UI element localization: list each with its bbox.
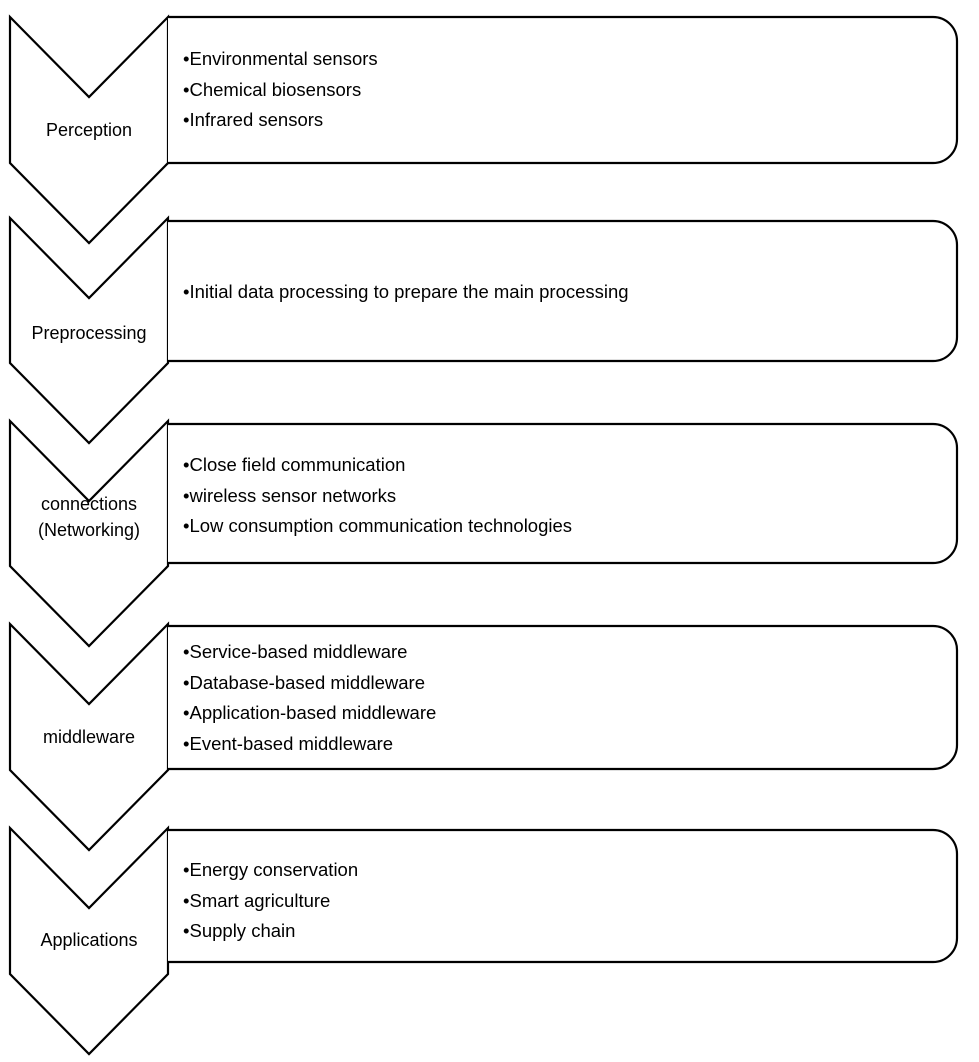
stage-chevron-preprocessing bbox=[8, 215, 170, 445]
stage-box-outline bbox=[168, 624, 959, 771]
bullet-item: •Event-based middleware bbox=[183, 729, 436, 760]
bullet-text: wireless sensor networks bbox=[189, 484, 397, 506]
bullet-item: •Close field communication bbox=[183, 450, 572, 481]
bullet-item: •Smart agriculture bbox=[183, 886, 358, 917]
bullet-text: Smart agriculture bbox=[189, 889, 331, 911]
bullet-dot-icon: • bbox=[183, 515, 190, 536]
stage-bullet-list-connections-networking: •Close field communication•wireless sens… bbox=[183, 450, 572, 542]
bullet-item: •Service-based middleware bbox=[183, 637, 436, 668]
bullet-text: Infrared sensors bbox=[189, 109, 324, 130]
bullet-text: Environmental sensors bbox=[189, 48, 378, 69]
stage-bullet-list-applications: •Energy conservation•Smart agriculture•S… bbox=[183, 855, 358, 947]
bullet-item: •Infrared sensors bbox=[183, 105, 378, 136]
bullet-text: Application-based middleware bbox=[189, 702, 437, 723]
bullet-dot-icon: • bbox=[183, 48, 190, 69]
bullet-item: •Application-based middleware bbox=[183, 698, 436, 729]
stage-bullet-list-middleware: •Service-based middleware•Database-based… bbox=[183, 637, 436, 759]
stage-chevron-connections-networking bbox=[8, 418, 170, 648]
bullet-text: Energy conservation bbox=[189, 859, 359, 880]
bullet-text: Service-based middleware bbox=[189, 641, 408, 662]
bullet-dot-icon: • bbox=[183, 641, 190, 662]
bullet-text: Low consumption communication technologi… bbox=[189, 515, 573, 536]
bullet-item: •Database-based middleware bbox=[183, 668, 436, 699]
stage-box-middleware bbox=[168, 624, 959, 771]
chevron-outline bbox=[8, 418, 170, 648]
stage-box-outline bbox=[168, 422, 959, 565]
bullet-dot-icon: • bbox=[183, 920, 190, 941]
bullet-item: •Initial data processing to prepare the … bbox=[183, 277, 629, 308]
stage-bullet-list-preprocessing: •Initial data processing to prepare the … bbox=[183, 277, 629, 308]
bullet-item: •Chemical biosensors bbox=[183, 75, 378, 106]
bullet-dot-icon: • bbox=[183, 454, 190, 475]
stage-box-perception bbox=[168, 15, 959, 165]
stage-box-outline bbox=[168, 828, 959, 964]
bullet-dot-icon: • bbox=[183, 109, 190, 130]
bullet-dot-icon: • bbox=[183, 484, 190, 506]
chevron-outline bbox=[8, 825, 170, 1056]
bullet-item: •Supply chain bbox=[183, 916, 358, 947]
stage-bullet-list-perception: •Environmental sensors•Chemical biosenso… bbox=[183, 44, 378, 136]
chevron-outline bbox=[8, 215, 170, 445]
bullet-dot-icon: • bbox=[183, 889, 190, 911]
bullet-text: Initial data processing to prepare the m… bbox=[189, 281, 629, 302]
bullet-text: Database-based middleware bbox=[189, 671, 425, 693]
bullet-dot-icon: • bbox=[183, 859, 190, 880]
stage-box-connections-networking bbox=[168, 422, 959, 565]
bullet-item: •Energy conservation bbox=[183, 855, 358, 886]
bullet-dot-icon: • bbox=[183, 732, 190, 754]
bullet-text: Supply chain bbox=[189, 920, 296, 941]
stage-box-outline bbox=[168, 15, 959, 165]
bullet-item: •Environmental sensors bbox=[183, 44, 378, 75]
bullet-dot-icon: • bbox=[183, 671, 190, 693]
bullet-dot-icon: • bbox=[183, 702, 190, 723]
bullet-text: Chemical biosensors bbox=[189, 78, 362, 100]
bullet-text: Event-based middleware bbox=[189, 732, 394, 754]
bullet-item: •Low consumption communication technolog… bbox=[183, 511, 572, 542]
bullet-dot-icon: • bbox=[183, 281, 190, 302]
stage-box-outline bbox=[168, 219, 959, 363]
bullet-item: •wireless sensor networks bbox=[183, 481, 572, 512]
bullet-text: Close field communication bbox=[189, 454, 406, 475]
stage-box-preprocessing bbox=[168, 219, 959, 363]
stage-chevron-applications bbox=[8, 825, 170, 1056]
stage-box-applications bbox=[168, 828, 959, 964]
bullet-dot-icon: • bbox=[183, 78, 190, 100]
